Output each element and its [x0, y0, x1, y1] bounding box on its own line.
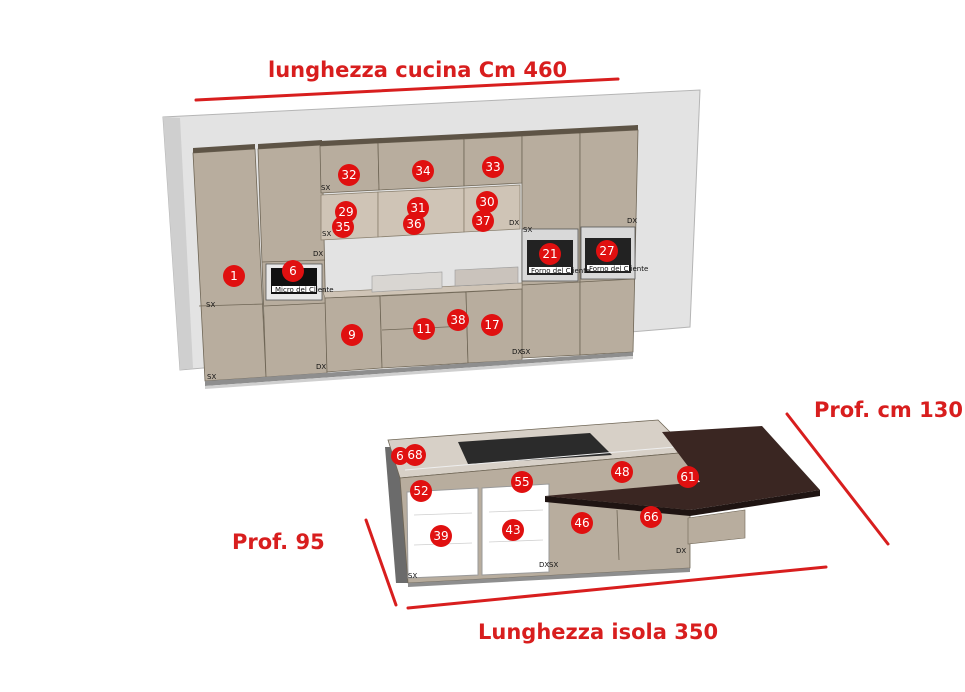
svg-text:66: 66	[643, 510, 658, 524]
svg-text:34: 34	[415, 164, 430, 178]
island-depth-line	[364, 518, 398, 607]
marker: 9	[341, 324, 363, 346]
worktop-depth-line	[785, 412, 890, 546]
svg-text:32: 32	[341, 168, 356, 182]
side-code: DX	[313, 250, 323, 258]
side-code: SX	[206, 301, 215, 309]
island-depth-annotation: Prof. 95	[232, 530, 325, 554]
marker: 34	[412, 160, 434, 182]
side-code: SX	[322, 230, 331, 238]
island-small-labels: SX DX SX DX	[408, 547, 686, 580]
svg-text:33: 33	[485, 160, 500, 174]
marker: 32	[338, 164, 360, 186]
svg-text:38: 38	[450, 313, 465, 327]
side-code: SX	[321, 184, 330, 192]
svg-text:46: 46	[574, 516, 589, 530]
svg-text:48: 48	[614, 465, 629, 479]
svg-text:1: 1	[230, 269, 238, 283]
svg-text:6: 6	[396, 449, 404, 463]
svg-text:27: 27	[599, 244, 614, 258]
side-code: SX	[521, 348, 530, 356]
side-code: SX	[408, 572, 417, 580]
svg-text:55: 55	[514, 475, 529, 489]
side-code: SX	[207, 373, 216, 381]
svg-text:30: 30	[479, 195, 494, 209]
worktop-depth-annotation: Prof. cm 130	[814, 398, 963, 422]
marker: 52	[410, 480, 432, 502]
marker: 33	[482, 156, 504, 178]
svg-text:29: 29	[338, 205, 353, 219]
island-markers: 39 43 46 48 52 55 61 66 6 68	[391, 444, 699, 547]
side-code: SX	[523, 226, 532, 234]
marker: 35	[332, 216, 354, 238]
svg-text:31: 31	[410, 201, 425, 215]
dimension-lines	[194, 77, 890, 610]
marker: 36	[403, 213, 425, 235]
svg-text:61: 61	[680, 470, 695, 484]
marker: 1	[223, 265, 245, 287]
svg-text:68: 68	[407, 448, 422, 462]
marker: 27	[596, 240, 618, 262]
side-code: DX	[509, 219, 519, 227]
svg-text:36: 36	[406, 217, 421, 231]
marker: 38	[447, 309, 469, 331]
svg-text:39: 39	[433, 529, 448, 543]
oven-right-label: Forno del Cliente	[589, 265, 648, 273]
svg-text:35: 35	[335, 220, 350, 234]
marker: 48	[611, 461, 633, 483]
marker: 55	[511, 471, 533, 493]
svg-text:21: 21	[542, 247, 557, 261]
side-code: DX	[316, 363, 326, 371]
svg-text:6: 6	[289, 264, 297, 278]
marker: 46	[571, 512, 593, 534]
side-code: DX	[539, 561, 549, 569]
marker: 68	[404, 444, 426, 466]
marker: 6	[391, 447, 409, 465]
marker: 61	[677, 466, 699, 488]
island-cabinets	[385, 419, 746, 587]
svg-text:17: 17	[484, 318, 499, 332]
marker: 30	[476, 191, 498, 213]
island-length-line	[406, 565, 828, 610]
side-code: DX	[676, 547, 686, 555]
marker: 21	[539, 243, 561, 265]
svg-text:11: 11	[416, 322, 431, 336]
side-code: SX	[549, 561, 558, 569]
side-code: DX	[512, 348, 522, 356]
kitchen-markers: 1 6 9 11 17 21 27 29 30 31 32 33 34 35 3…	[223, 156, 618, 346]
side-code: DX	[627, 217, 637, 225]
kitchen-small-labels: Micro del Cliente Forno del Cliente Forn…	[206, 184, 648, 381]
marker: 17	[481, 314, 503, 336]
svg-text:37: 37	[475, 214, 490, 228]
kitchen-length-annotation: lunghezza cucina Cm 460	[268, 58, 568, 82]
marker: 39	[430, 525, 452, 547]
island-worktop	[545, 426, 820, 516]
svg-text:43: 43	[505, 523, 520, 537]
marker: 6	[282, 260, 304, 282]
oven-left-label: Forno del Cliente	[531, 267, 590, 275]
marker: 66	[640, 506, 662, 528]
marker: 11	[413, 318, 435, 340]
svg-text:9: 9	[348, 328, 356, 342]
svg-text:52: 52	[413, 484, 428, 498]
island-length-annotation: Lunghezza isola 350	[478, 620, 719, 644]
marker: 43	[502, 519, 524, 541]
microwave-label: Micro del Cliente	[275, 286, 334, 294]
marker: 37	[472, 210, 494, 232]
kitchen-length-line	[194, 77, 620, 102]
